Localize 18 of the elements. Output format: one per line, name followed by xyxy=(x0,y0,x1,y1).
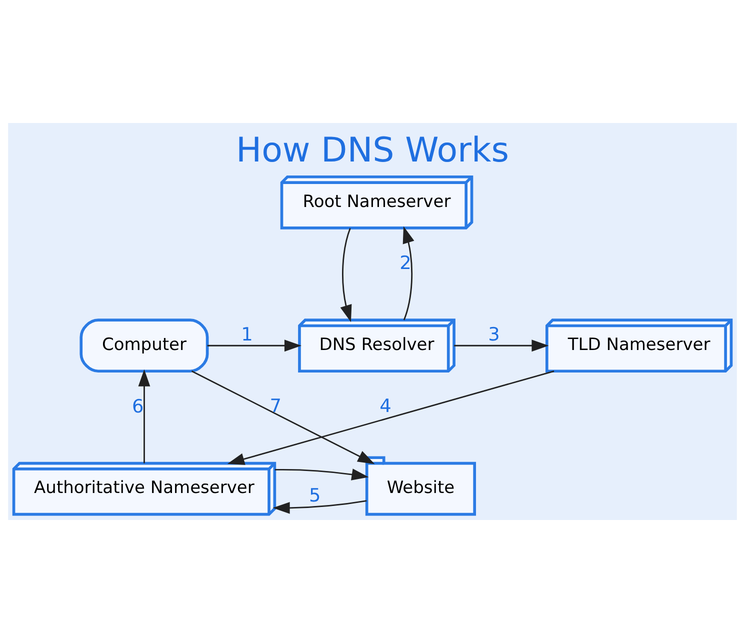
edge-label: 1 xyxy=(241,324,253,346)
edge-label: 4 xyxy=(380,396,392,418)
arrow xyxy=(274,468,369,480)
edge-label: 7 xyxy=(270,396,282,417)
edge-label: 2 xyxy=(400,252,412,274)
arrow xyxy=(191,370,375,464)
diagram-title: How DNS Works xyxy=(236,130,509,171)
arrow xyxy=(454,340,549,352)
arrow xyxy=(402,226,414,320)
arrow xyxy=(138,369,150,464)
arrow xyxy=(227,370,554,465)
arrow xyxy=(207,340,302,352)
arrow xyxy=(272,500,367,514)
edge-label: 3 xyxy=(488,324,500,346)
node-box: Computer xyxy=(80,318,209,373)
edge-label: 5 xyxy=(309,485,321,506)
arrow xyxy=(340,228,352,322)
edge-label: 6 xyxy=(132,396,144,418)
